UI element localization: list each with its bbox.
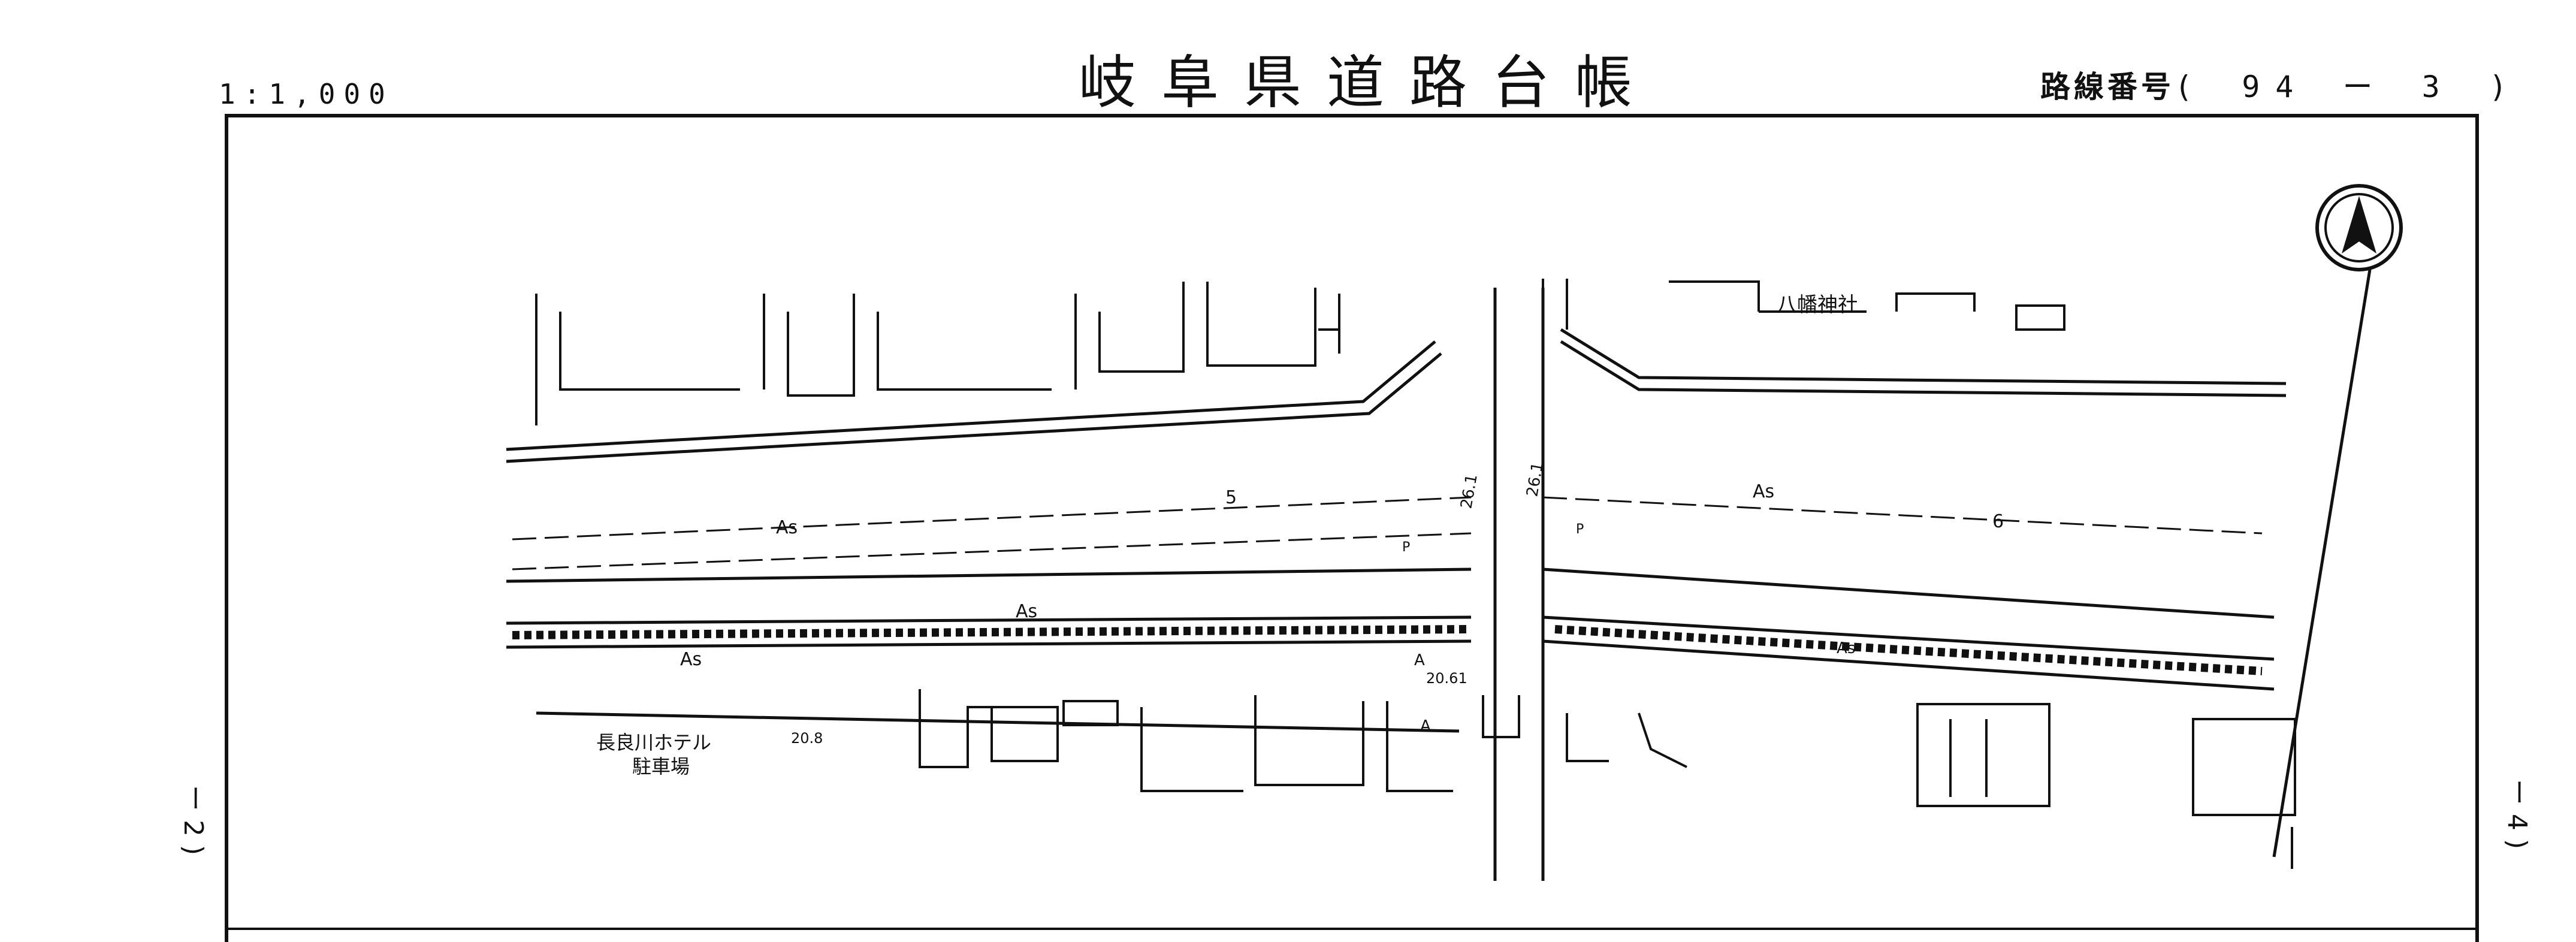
survey-symbol: A bbox=[1414, 651, 1425, 669]
survey-symbol: A bbox=[1420, 717, 1431, 735]
pavement-label: As bbox=[776, 517, 798, 538]
elevation-label: 20.61 bbox=[1426, 670, 1467, 687]
signal-marker: P bbox=[1576, 522, 1584, 537]
map-title: 岐阜県道路台帳 bbox=[1079, 49, 1657, 116]
north-arrow-icon bbox=[2315, 184, 2403, 271]
hatched-sidewalks bbox=[512, 625, 2263, 675]
building-outlines bbox=[535, 279, 2296, 869]
lane-markings bbox=[512, 496, 2263, 570]
route-number-label: 路線番号 bbox=[2040, 70, 2175, 104]
right-sheet-link-label: ー 4 ) bbox=[2502, 779, 2532, 850]
shrine-label: 八幡神社 bbox=[1777, 293, 1858, 317]
pavement-label: As bbox=[680, 649, 702, 670]
map-frame bbox=[225, 114, 2479, 942]
road-width-label: 26.1 bbox=[1457, 473, 1481, 510]
road-edges bbox=[506, 269, 2372, 881]
bottom-divider bbox=[225, 928, 2479, 930]
pavement-label: As bbox=[1753, 481, 1774, 502]
route-number: 路線番号( 94 ー 3 ) bbox=[2040, 63, 2523, 106]
signal-marker: P bbox=[1402, 540, 1410, 555]
station-number: 6 bbox=[1992, 511, 2004, 532]
route-number-value: ( 94 ー 3 ) bbox=[2175, 70, 2523, 104]
left-sheet-link-label: ー 2 ) bbox=[178, 785, 209, 856]
road-plan-drawing: 八幡神社 長良川ホテル 駐車場 As As As As As 5 6 26.1 … bbox=[506, 269, 2372, 881]
pavement-label: As bbox=[1016, 601, 1037, 622]
scale-label: 1:1,000 bbox=[219, 78, 394, 110]
station-number: 5 bbox=[1225, 487, 1237, 508]
hotel-parking-label-line1: 長良川ホテル bbox=[596, 731, 711, 754]
hotel-parking-label-line2: 駐車場 bbox=[632, 755, 690, 778]
elevation-label: 20.8 bbox=[791, 730, 823, 747]
pavement-label: As bbox=[1837, 639, 1855, 657]
